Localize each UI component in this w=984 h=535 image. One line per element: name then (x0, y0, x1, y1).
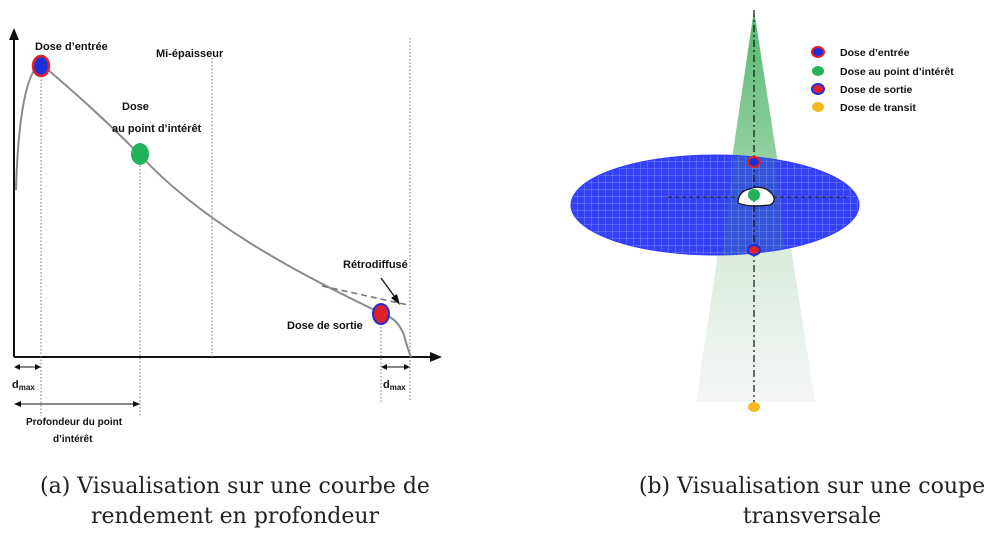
legend-marker-entry (811, 46, 825, 58)
label-depth-line1: Profondeur du point (26, 417, 123, 428)
entry-dose-marker (747, 156, 761, 168)
legend-marker-transit (812, 102, 824, 112)
interest-dose-marker (748, 189, 760, 201)
legend-label-interest: Dose au point d’intérêt (840, 66, 954, 78)
legend: Dose d’entrée Dose au point d’intérêt Do… (811, 46, 954, 114)
caption-a-line1: (a) Visualisation sur une courbe de (40, 474, 430, 499)
depth-interest-arrowhead-l (14, 401, 21, 407)
dmax-left-arrowhead-r (35, 364, 41, 370)
x-axis-arrow (430, 352, 442, 362)
caption-b-line1: (b) Visualisation sur une coupe (638, 474, 984, 499)
backscatter-dashed-line (321, 285, 409, 306)
entry-dose-point (31, 54, 51, 78)
depth-interest-arrowhead-r (133, 401, 140, 407)
label-depth-line2: d’intérêt (53, 434, 93, 445)
backscatter-arrow-head (391, 294, 400, 305)
y-axis-arrow (9, 28, 19, 40)
caption-b-line2: transversale (742, 504, 882, 529)
legend-marker-exit (811, 83, 825, 95)
label-dose: Dose (122, 101, 149, 113)
legend-marker-interest (812, 66, 824, 76)
interest-dose-point (131, 143, 149, 165)
caption-b: (b) Visualisation sur une coupe transver… (582, 472, 984, 532)
label-mid-thickness: Mi-épaisseur (156, 48, 224, 60)
transverse-section-diagram: Dose d’entrée Dose au point d’intérêt Do… (570, 10, 954, 412)
legend-label-transit: Dose de transit (840, 102, 916, 114)
label-exit-dose: Dose de sortie (287, 320, 363, 332)
label-backscatter: Rétrodiffusé (343, 259, 408, 271)
dmax-right-arrowhead-l (381, 364, 387, 370)
label-entry-dose: Dose d’entrée (35, 41, 108, 53)
legend-label-exit: Dose de sortie (840, 84, 913, 96)
exit-dose-point (372, 303, 390, 325)
depth-dose-curve (15, 62, 412, 358)
dmax-right-arrowhead-r (404, 364, 410, 370)
caption-a: (a) Visualisation sur une courbe de rend… (0, 472, 470, 532)
depth-dose-diagram: Dose d’entrée Mi-épaisseur Dose au point… (9, 28, 442, 445)
caption-a-line2: rendement en profondeur (90, 504, 380, 529)
guide-lines (40, 38, 411, 416)
label-dmax-right: dmax (383, 379, 406, 392)
dmax-left-arrowhead-l (14, 364, 20, 370)
label-dmax-left: dmax (12, 379, 35, 392)
patient-section (570, 154, 860, 256)
legend-label-entry: Dose d’entrée (840, 47, 910, 59)
label-interest-point: au point d’intérêt (112, 123, 202, 135)
transit-dose-marker (748, 402, 760, 412)
exit-dose-marker (747, 244, 761, 256)
